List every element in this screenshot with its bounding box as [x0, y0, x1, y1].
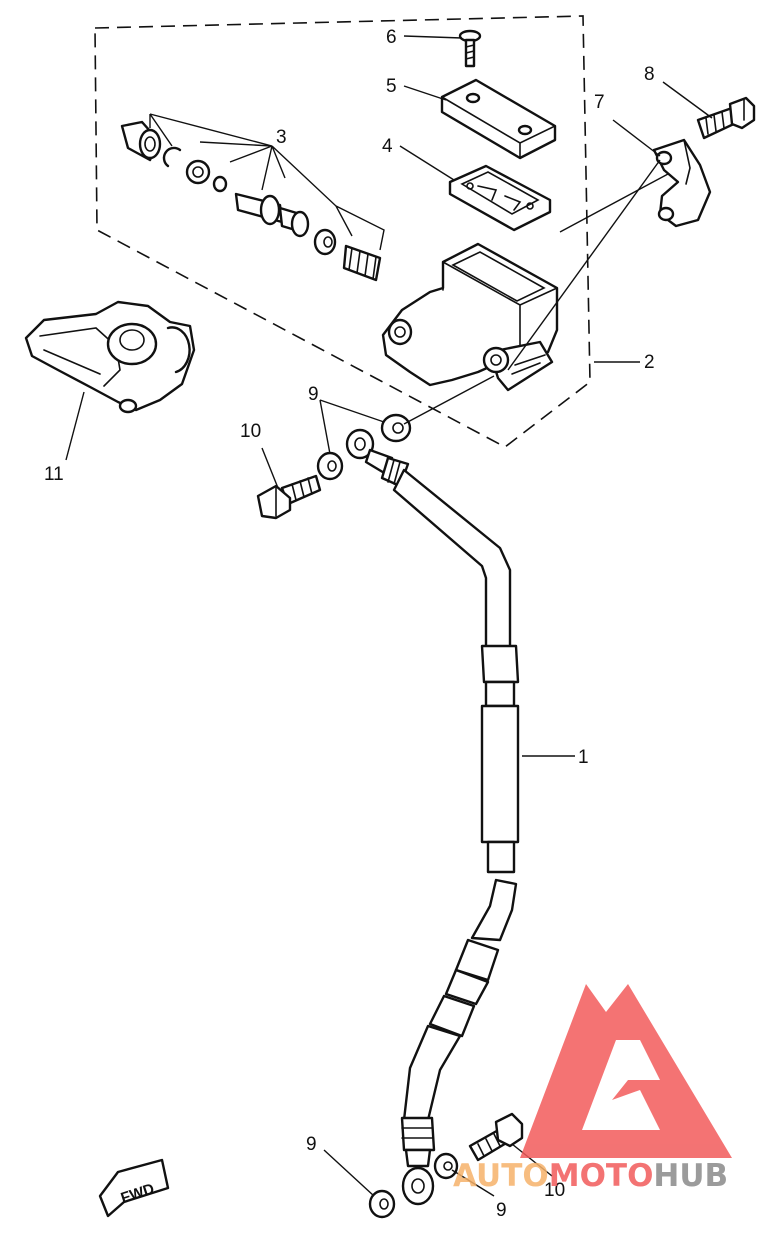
washer-lower-b-part	[433, 1152, 459, 1180]
forward-direction-arrow: FWD	[98, 1158, 170, 1218]
banjo-bolt-lower-part	[468, 1112, 524, 1162]
callout-9-lower-left: 9	[306, 1134, 317, 1155]
automotohub-watermark-logo: AUTOMOTOHUB	[453, 984, 732, 1194]
leader-lines	[65, 35, 713, 1197]
washer-upper-b-part	[316, 451, 344, 481]
callout-9-lower-right: 9	[496, 1200, 507, 1221]
callout-7: 7	[594, 92, 605, 113]
piston-kit-part	[120, 120, 382, 282]
watermark-auto: AUTO	[453, 1158, 549, 1194]
callout-8: 8	[644, 64, 655, 85]
lever-cover-part	[24, 300, 196, 414]
banjo-bolt-upper-part	[256, 474, 322, 520]
reservoir-cap-part	[440, 78, 557, 160]
watermark-text-auto: AUTOMOTOHUB	[453, 1158, 728, 1194]
diaphragm-part	[448, 164, 552, 232]
watermark-triangle	[520, 984, 732, 1158]
bolt-part	[696, 96, 756, 140]
washer-lower-a-part	[368, 1189, 396, 1219]
callout-3: 3	[276, 127, 287, 148]
assembly-boundary	[94, 15, 591, 448]
callout-6: 6	[386, 27, 397, 48]
callout-2: 2	[644, 352, 655, 373]
screw-part	[458, 29, 482, 68]
callout-10-upper: 10	[240, 421, 261, 442]
callout-9-upper: 9	[308, 384, 319, 405]
brake-hose-part	[345, 428, 520, 1206]
watermark-moto: MOTO	[549, 1158, 654, 1194]
callout-5: 5	[386, 76, 397, 97]
callout-4: 4	[382, 136, 393, 157]
clamp-holder-part	[652, 138, 712, 228]
callout-10-lower: 10	[544, 1180, 565, 1201]
watermark-hub: HUB	[653, 1158, 728, 1194]
master-cylinder-body-part	[381, 242, 559, 392]
callout-11: 11	[44, 464, 64, 485]
washer-upper-a-part	[380, 413, 412, 443]
callout-1: 1	[578, 747, 589, 768]
